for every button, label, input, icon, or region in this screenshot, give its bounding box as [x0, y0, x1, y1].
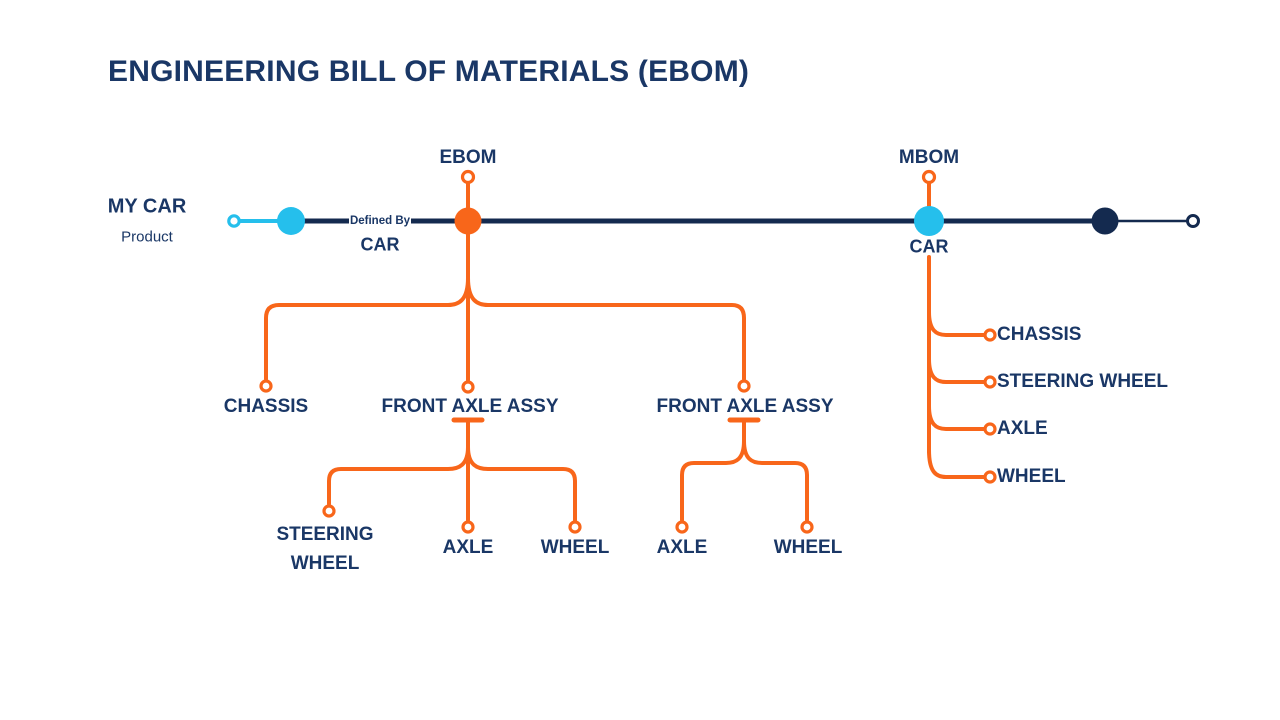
ebom-chassis-label: CHASSIS — [223, 396, 309, 417]
faa1-branch-left — [327, 445, 470, 506]
ebom-front-axle-assy-1-label: FRONT AXLE ASSY — [381, 396, 559, 417]
ebom-tree-lines — [264, 224, 746, 382]
faa1-steering-wheel-label: STEERING WHEEL — [276, 524, 374, 574]
faa2-wheel-label: WHEEL — [773, 537, 843, 558]
mbom-flag-ring — [921, 169, 937, 185]
ebom-front-axle-assy-2-label: FRONT AXLE ASSY — [656, 396, 834, 417]
mbom-branch-chassis — [927, 310, 986, 337]
wheel2-port — [800, 520, 814, 534]
ebom-flag-ring — [460, 169, 476, 185]
timeline-start-ring — [227, 214, 241, 228]
axle2-port — [675, 520, 689, 534]
mbom-wheel-label: WHEEL — [997, 466, 1066, 487]
mbom-node — [914, 206, 944, 236]
mbom-chassis-label: CHASSIS — [997, 324, 1082, 345]
front-axle-assy-1-subtree-lines — [327, 417, 577, 522]
late-milestone-node — [1091, 207, 1119, 235]
wheel1-port — [568, 520, 582, 534]
product-name-label: MY CAR — [107, 195, 187, 218]
mbom-branch-steering-wheel — [927, 357, 986, 384]
axle1-port — [461, 520, 475, 534]
faa1-wheel-label: WHEEL — [540, 537, 610, 558]
mbom-branch-wheel — [927, 448, 986, 479]
front-axle-assy-2-subtree-lines — [680, 417, 809, 522]
faa2-branch-right — [742, 439, 809, 522]
mbom-tree-ports — [983, 328, 997, 484]
page-title: ENGINEERING BILL OF MATERIALS (EBOM) — [108, 55, 750, 88]
mbom-tree-lines — [927, 255, 986, 479]
mbom-milestone-label: MBOM — [898, 147, 960, 168]
faa2-axle-label: AXLE — [656, 537, 708, 558]
steering-wheel-port — [322, 504, 336, 518]
product-node — [277, 207, 305, 235]
ebom-branch-right — [466, 276, 746, 381]
defined-by-label: Defined By — [349, 215, 411, 227]
faa2-branch-left — [680, 439, 746, 522]
chassis-port — [259, 379, 273, 393]
faa1-axle-label: AXLE — [442, 537, 494, 558]
mbom-steering-wheel-label: STEERING WHEEL — [997, 371, 1169, 392]
mbom-item-label: CAR — [909, 236, 949, 257]
ebom-branch-left — [264, 276, 470, 381]
faa1-branch-right — [466, 445, 577, 522]
ebom-item-label: CAR — [360, 234, 400, 255]
product-type-label: Product — [121, 228, 173, 246]
mbom-axle-label: AXLE — [997, 418, 1048, 439]
mbom-chassis-port — [983, 328, 997, 342]
timeline-end-ring — [1186, 214, 1200, 228]
mbom-wheel-port — [983, 470, 997, 484]
ebom-milestone-label: EBOM — [439, 147, 497, 168]
faa2-port — [737, 379, 751, 393]
mbom-axle-port — [983, 422, 997, 436]
ebom-node — [454, 207, 482, 235]
ebom-tree-ports — [259, 379, 814, 534]
mbom-branch-axle — [927, 404, 986, 431]
faa1-port — [461, 380, 475, 394]
mbom-steering-wheel-port — [983, 375, 997, 389]
timeline-nodes — [227, 169, 1200, 236]
